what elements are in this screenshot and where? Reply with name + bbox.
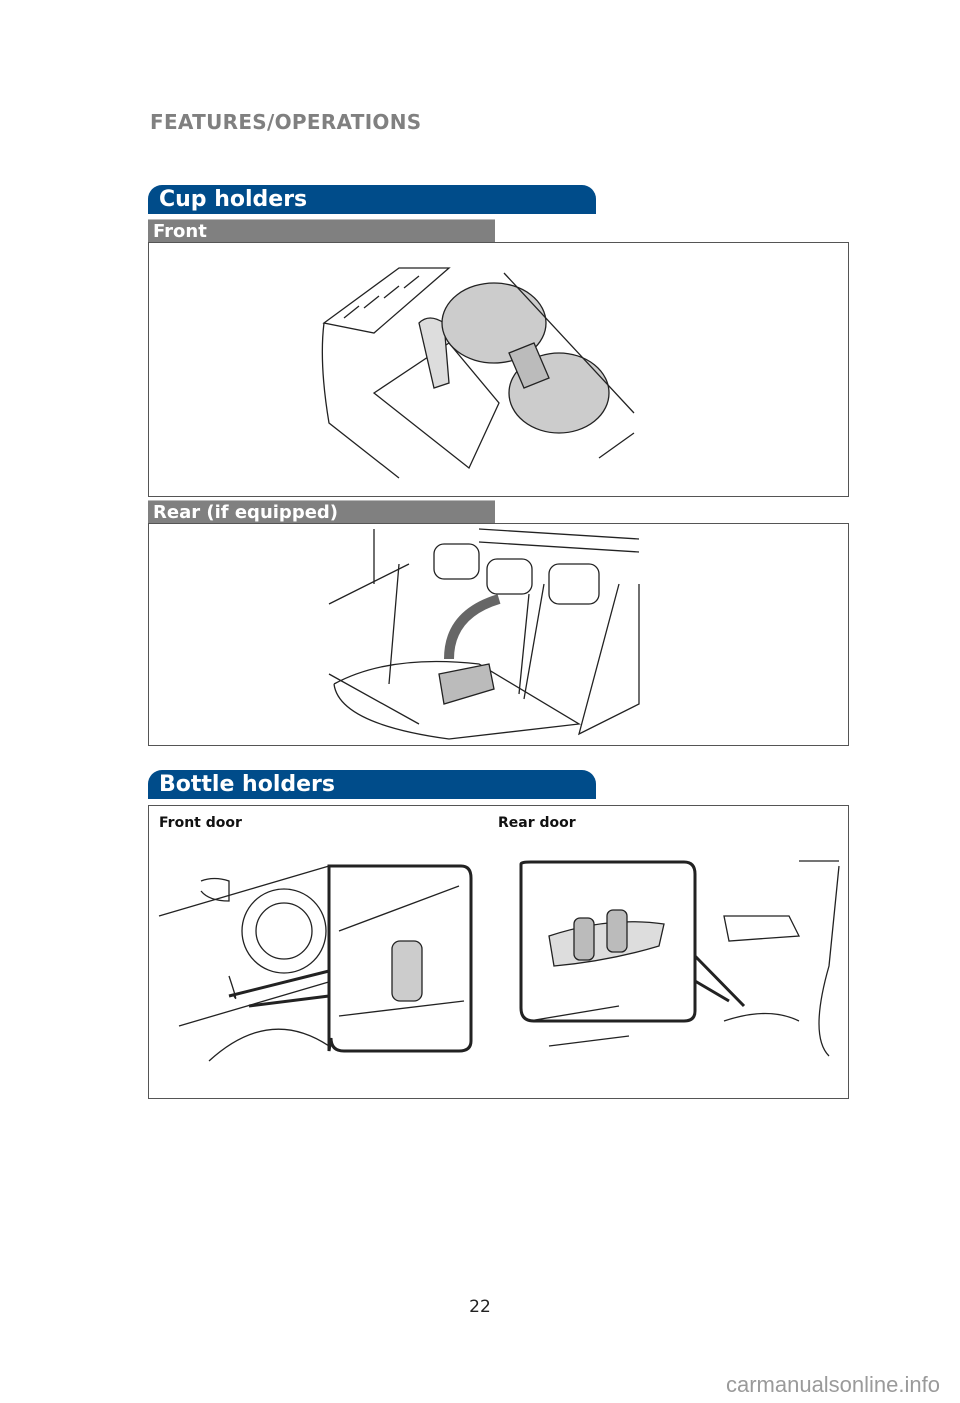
front-cup-holder-illustration <box>148 242 849 497</box>
page-number: 22 <box>469 1297 491 1317</box>
rear-subheading: Rear (if equipped) <box>148 500 495 523</box>
rear-door-label: Rear door <box>498 815 576 831</box>
watermark: carmanualsonline.info <box>725 1372 940 1397</box>
front-door-label: Front door <box>159 815 242 831</box>
bottle-holders-heading: Bottle holders <box>148 770 596 799</box>
door-bottle-holders-drawing <box>158 860 840 1062</box>
rear-seat-armrest-drawing <box>328 528 640 740</box>
bottle-holder-illustration: Front door Rear door <box>148 805 849 1099</box>
rear-cup-holder-illustration <box>148 523 849 746</box>
cup-holders-heading: Cup holders <box>148 185 596 214</box>
console-cup-holder-drawing <box>321 267 635 479</box>
front-subheading: Front <box>148 219 495 242</box>
section-header: FEATURES/OPERATIONS <box>150 110 422 134</box>
